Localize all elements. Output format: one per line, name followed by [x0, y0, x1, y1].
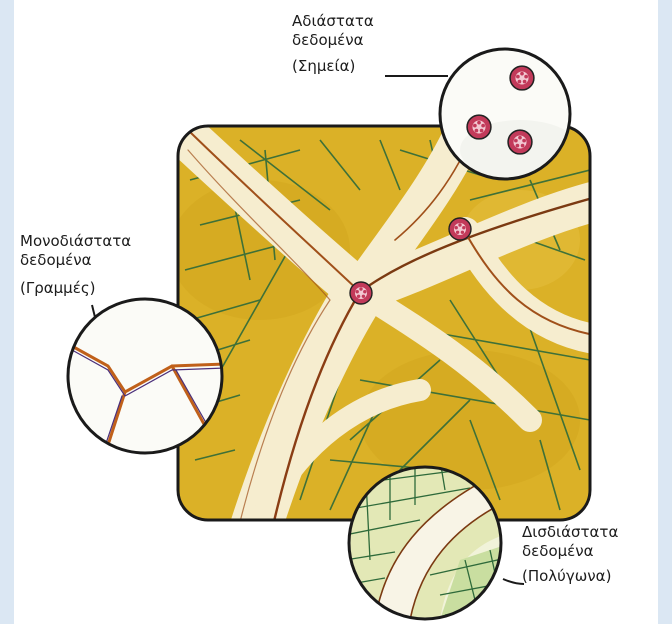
- point-marker-icon: [449, 218, 471, 240]
- label-points-line1: Αδιάστατα: [292, 12, 374, 31]
- label-points: Αδιάστατα δεδομένα (Σημεία): [292, 12, 374, 76]
- label-polygons-line2: δεδομένα: [522, 542, 618, 561]
- label-points-kind: (Σημεία): [292, 57, 374, 76]
- label-polygons-line1: Δισδιάστατα: [522, 523, 618, 542]
- label-lines-line2: δεδομένα: [20, 251, 131, 270]
- label-polygons: Δισδιάστατα δεδομένα (Πολύγωνα): [522, 523, 618, 586]
- point-marker-icon: [510, 66, 534, 90]
- point-marker-icon: [508, 130, 532, 154]
- label-lines: Μονοδιάστατα δεδομένα (Γραμμές): [20, 232, 131, 298]
- label-lines-line1: Μονοδιάστατα: [20, 232, 131, 251]
- label-lines-kind: (Γραμμές): [20, 279, 131, 298]
- label-points-line2: δεδομένα: [292, 31, 374, 50]
- point-marker-icon: [350, 282, 372, 304]
- label-polygons-kind: (Πολύγωνα): [522, 567, 618, 586]
- map-square: [170, 120, 600, 530]
- point-marker-icon: [467, 115, 491, 139]
